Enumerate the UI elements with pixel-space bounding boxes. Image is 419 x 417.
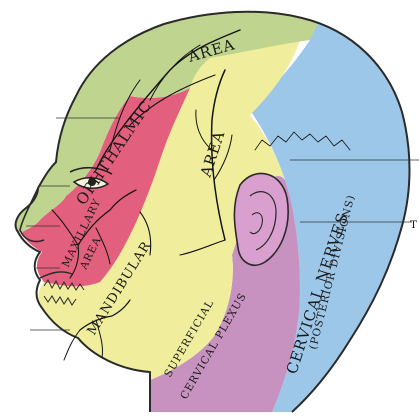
- leader-lines: [26, 117, 419, 331]
- ear-icon: [233, 172, 289, 266]
- edge-label: T: [410, 219, 418, 231]
- mandibular-region: [38, 40, 300, 380]
- mouth-icon: [39, 271, 85, 306]
- eye-icon: [69, 166, 113, 189]
- nerve-branches: [51, 29, 351, 361]
- head-outline: [14, 10, 411, 413]
- nose-icon: [19, 187, 45, 243]
- maxillary-region: [22, 88, 190, 287]
